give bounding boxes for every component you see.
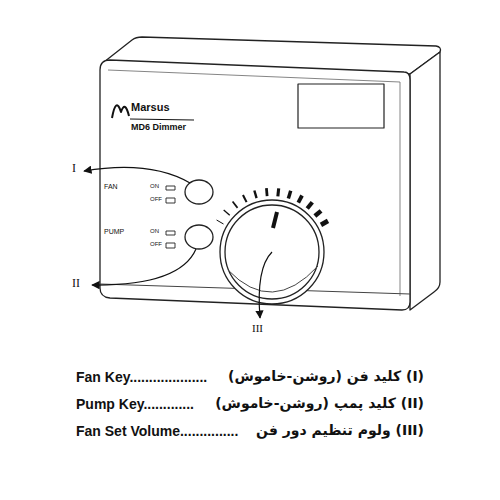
switch-icon (166, 186, 175, 190)
scale-tick (254, 190, 256, 198)
key-description: Fan Set Volume............... (76, 423, 238, 439)
state-label: ON (150, 183, 159, 190)
scale-tick (315, 211, 321, 216)
scale-tick (224, 210, 230, 215)
switch-icon (166, 231, 175, 235)
switch-icon (166, 243, 175, 248)
pump-key (185, 225, 213, 249)
fan-key (185, 180, 213, 204)
scale-tick (298, 195, 302, 202)
leader-line (84, 167, 190, 183)
scale-ticks (217, 188, 328, 225)
logo-underline (130, 119, 194, 120)
state-label: OFF (150, 196, 162, 203)
callout-number: I (72, 162, 76, 176)
key-description: Fan Key.................... (76, 369, 207, 385)
key-description-fa: (II) کلید پمپ (روشن-خاموش) (215, 395, 424, 411)
callout-number: II (72, 277, 80, 291)
key-description: Pump Key............. (76, 396, 194, 412)
leader-line (259, 252, 272, 318)
scale-tick (276, 188, 280, 196)
display-window (298, 84, 384, 128)
model-name: MD6 Dimmer (131, 122, 186, 132)
key-description-fa: (III) ولوم تنظیم دور فن (256, 422, 424, 438)
switch-icon (166, 198, 175, 203)
knob-shade (228, 266, 318, 292)
scale-tick (233, 202, 238, 208)
scale-tick (243, 195, 247, 202)
scale-tick (288, 191, 290, 199)
brand-name: Marsus (131, 101, 170, 114)
scale-tick (265, 188, 268, 196)
leader-line (92, 249, 196, 285)
front-panel (100, 60, 410, 310)
switch-label: FAN (104, 183, 118, 191)
scale-tick (217, 220, 224, 224)
state-label: OFF (150, 241, 162, 248)
scale-tick (321, 221, 328, 225)
key-description-fa: (I) کلید فن (روشن-خاموش) (228, 368, 424, 384)
callout-number: III (252, 322, 263, 335)
scale-tick (307, 202, 312, 208)
logo-mark (112, 105, 129, 118)
state-label: ON (150, 228, 159, 235)
housing-side (410, 52, 440, 310)
switch-label: PUMP (104, 228, 124, 236)
knob-pointer (273, 212, 277, 228)
